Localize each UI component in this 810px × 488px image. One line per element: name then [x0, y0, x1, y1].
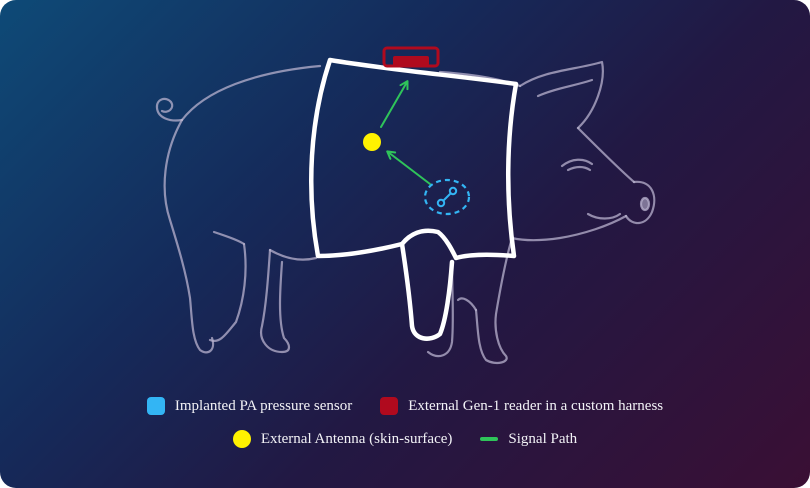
legend-item-sensor: Implanted PA pressure sensor — [146, 397, 353, 415]
legend-swatch-sensor — [146, 397, 165, 415]
harness-vest-icon — [309, 57, 519, 341]
antenna-dot-icon — [363, 133, 381, 151]
legend-label-reader: External Gen-1 reader in a custom harnes… — [408, 397, 664, 414]
legend-item-antenna: External Antenna (skin-surface) — [232, 430, 453, 448]
legend-row-1: Implanted PA pressure sensor External Ge… — [0, 397, 810, 415]
legend-row-2: External Antenna (skin-surface) Signal P… — [0, 430, 810, 448]
legend-item-signal: Signal Path — [480, 431, 577, 448]
legend-item-reader: External Gen-1 reader in a custom harnes… — [380, 397, 663, 415]
signal-path — [380, 80, 431, 185]
legend-swatch-reader — [380, 397, 399, 415]
legend-label-antenna: External Antenna (skin-surface) — [260, 430, 453, 447]
legend-label-sensor: Implanted PA pressure sensor — [174, 397, 353, 414]
pig-outline-icon — [155, 60, 656, 365]
signal-arrow-sensor-to-antenna — [386, 150, 431, 185]
legend-swatch-signal — [480, 437, 499, 441]
sensor-link-icon — [423, 178, 471, 216]
signal-arrow-antenna-to-reader — [380, 80, 409, 128]
legend-label-signal: Signal Path — [508, 430, 578, 447]
legend-swatch-antenna — [232, 430, 251, 448]
reader-device-icon — [382, 46, 440, 68]
